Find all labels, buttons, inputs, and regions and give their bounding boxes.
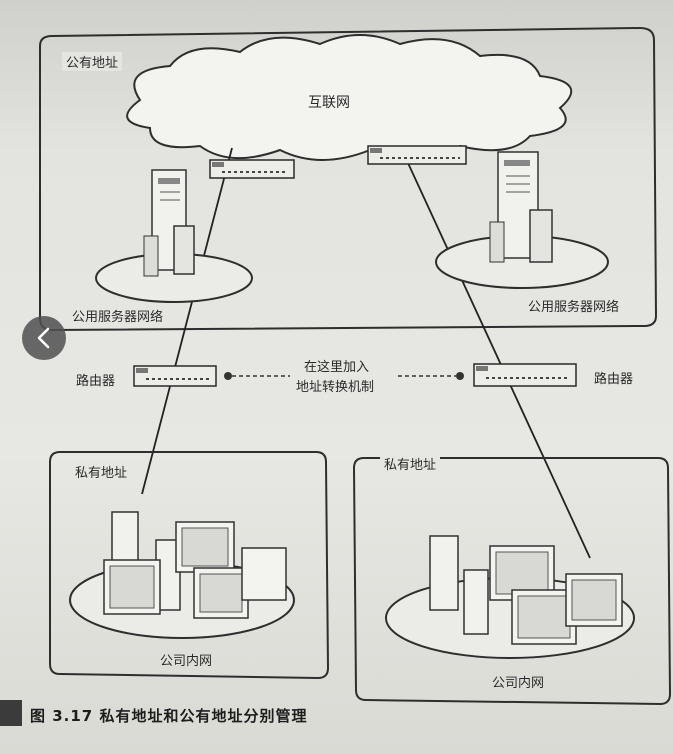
company-lan-left-devices bbox=[103, 511, 287, 619]
nat-dot-right bbox=[456, 372, 464, 380]
link-right bbox=[401, 149, 591, 559]
figure-caption: 图 3.17 私有地址和公有地址分别管理 bbox=[30, 707, 308, 725]
previous-image-button[interactable] bbox=[22, 316, 66, 360]
link-left bbox=[141, 147, 233, 495]
server-left bbox=[143, 169, 195, 277]
public-address-label: 公有地址 bbox=[62, 52, 123, 71]
nat-dot-left bbox=[224, 372, 232, 380]
server-right bbox=[489, 151, 553, 263]
public-server-network-right-label: 公用服务器网络 bbox=[528, 300, 620, 315]
hub-left bbox=[209, 159, 295, 179]
company-lan-right-label: 公司内网 bbox=[492, 676, 545, 691]
private-address-right-label: 私有地址 bbox=[380, 454, 441, 473]
public-server-network-left-label: 公用服务器网络 bbox=[72, 310, 164, 325]
router-left-label: 路由器 bbox=[76, 374, 116, 389]
router-right-label: 路由器 bbox=[594, 372, 634, 387]
private-region-left bbox=[49, 451, 330, 680]
chevron-left-icon bbox=[37, 327, 50, 349]
company-lan-right-devices bbox=[429, 535, 623, 645]
company-lan-left-label: 公司内网 bbox=[160, 654, 213, 669]
internet-cloud bbox=[126, 34, 573, 161]
internet-label: 互联网 bbox=[308, 95, 350, 111]
hub-right bbox=[367, 145, 467, 165]
router-left bbox=[133, 365, 217, 387]
nat-label-line2: 地址转换机制 bbox=[296, 380, 375, 395]
router-right bbox=[473, 363, 577, 387]
private-region-right bbox=[352, 457, 672, 706]
nat-label-line1: 在这里加入 bbox=[304, 360, 370, 375]
caption-marker bbox=[0, 700, 22, 726]
private-address-left-label: 私有地址 bbox=[72, 462, 131, 481]
